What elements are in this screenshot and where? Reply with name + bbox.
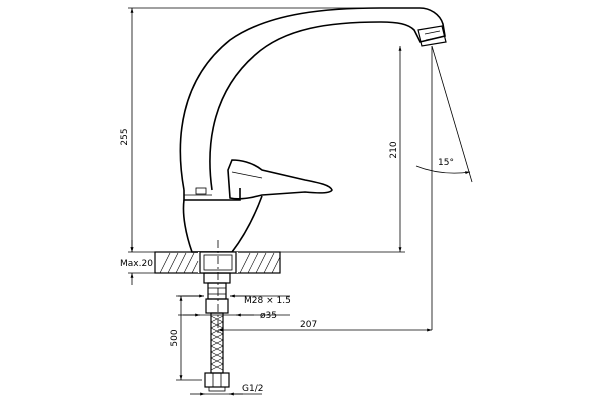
dim-diameter-label: ø35 <box>260 311 277 321</box>
dim-spout-height: 210 <box>280 46 405 253</box>
dim-hose-length: 500 <box>170 295 202 381</box>
faucet-outline <box>179 7 447 253</box>
body-lower <box>182 195 263 253</box>
dim-spout-reach-label: 207 <box>300 320 317 330</box>
dim-hose-length-label: 500 <box>170 329 180 346</box>
dim-swivel-angle: 15° <box>415 45 473 330</box>
dim-thread: M28 × 1.5 <box>178 294 291 306</box>
dim-spout-reach: 207 <box>218 320 432 332</box>
dim-total-height-label: 255 <box>120 128 130 145</box>
dim-counter-thickness: Max.20 <box>120 240 155 285</box>
dim-diameter: ø35 <box>178 311 290 321</box>
dim-counter-thickness-label: Max.20 <box>120 259 153 269</box>
dim-connection-label: G1/2 <box>242 384 263 394</box>
countertop <box>154 251 281 274</box>
spout-outer <box>179 7 446 191</box>
spout-aerator <box>417 25 447 47</box>
dim-thread-label: M28 × 1.5 <box>244 296 291 306</box>
mounting-hardware <box>203 272 231 314</box>
dim-spout-height-label: 210 <box>389 141 399 158</box>
dim-total-height: 255 <box>120 7 380 252</box>
lever-handle <box>227 159 333 200</box>
dim-swivel-angle-label: 15° <box>438 158 454 168</box>
dim-connection: G1/2 <box>190 384 263 396</box>
supply-hose <box>204 312 230 392</box>
